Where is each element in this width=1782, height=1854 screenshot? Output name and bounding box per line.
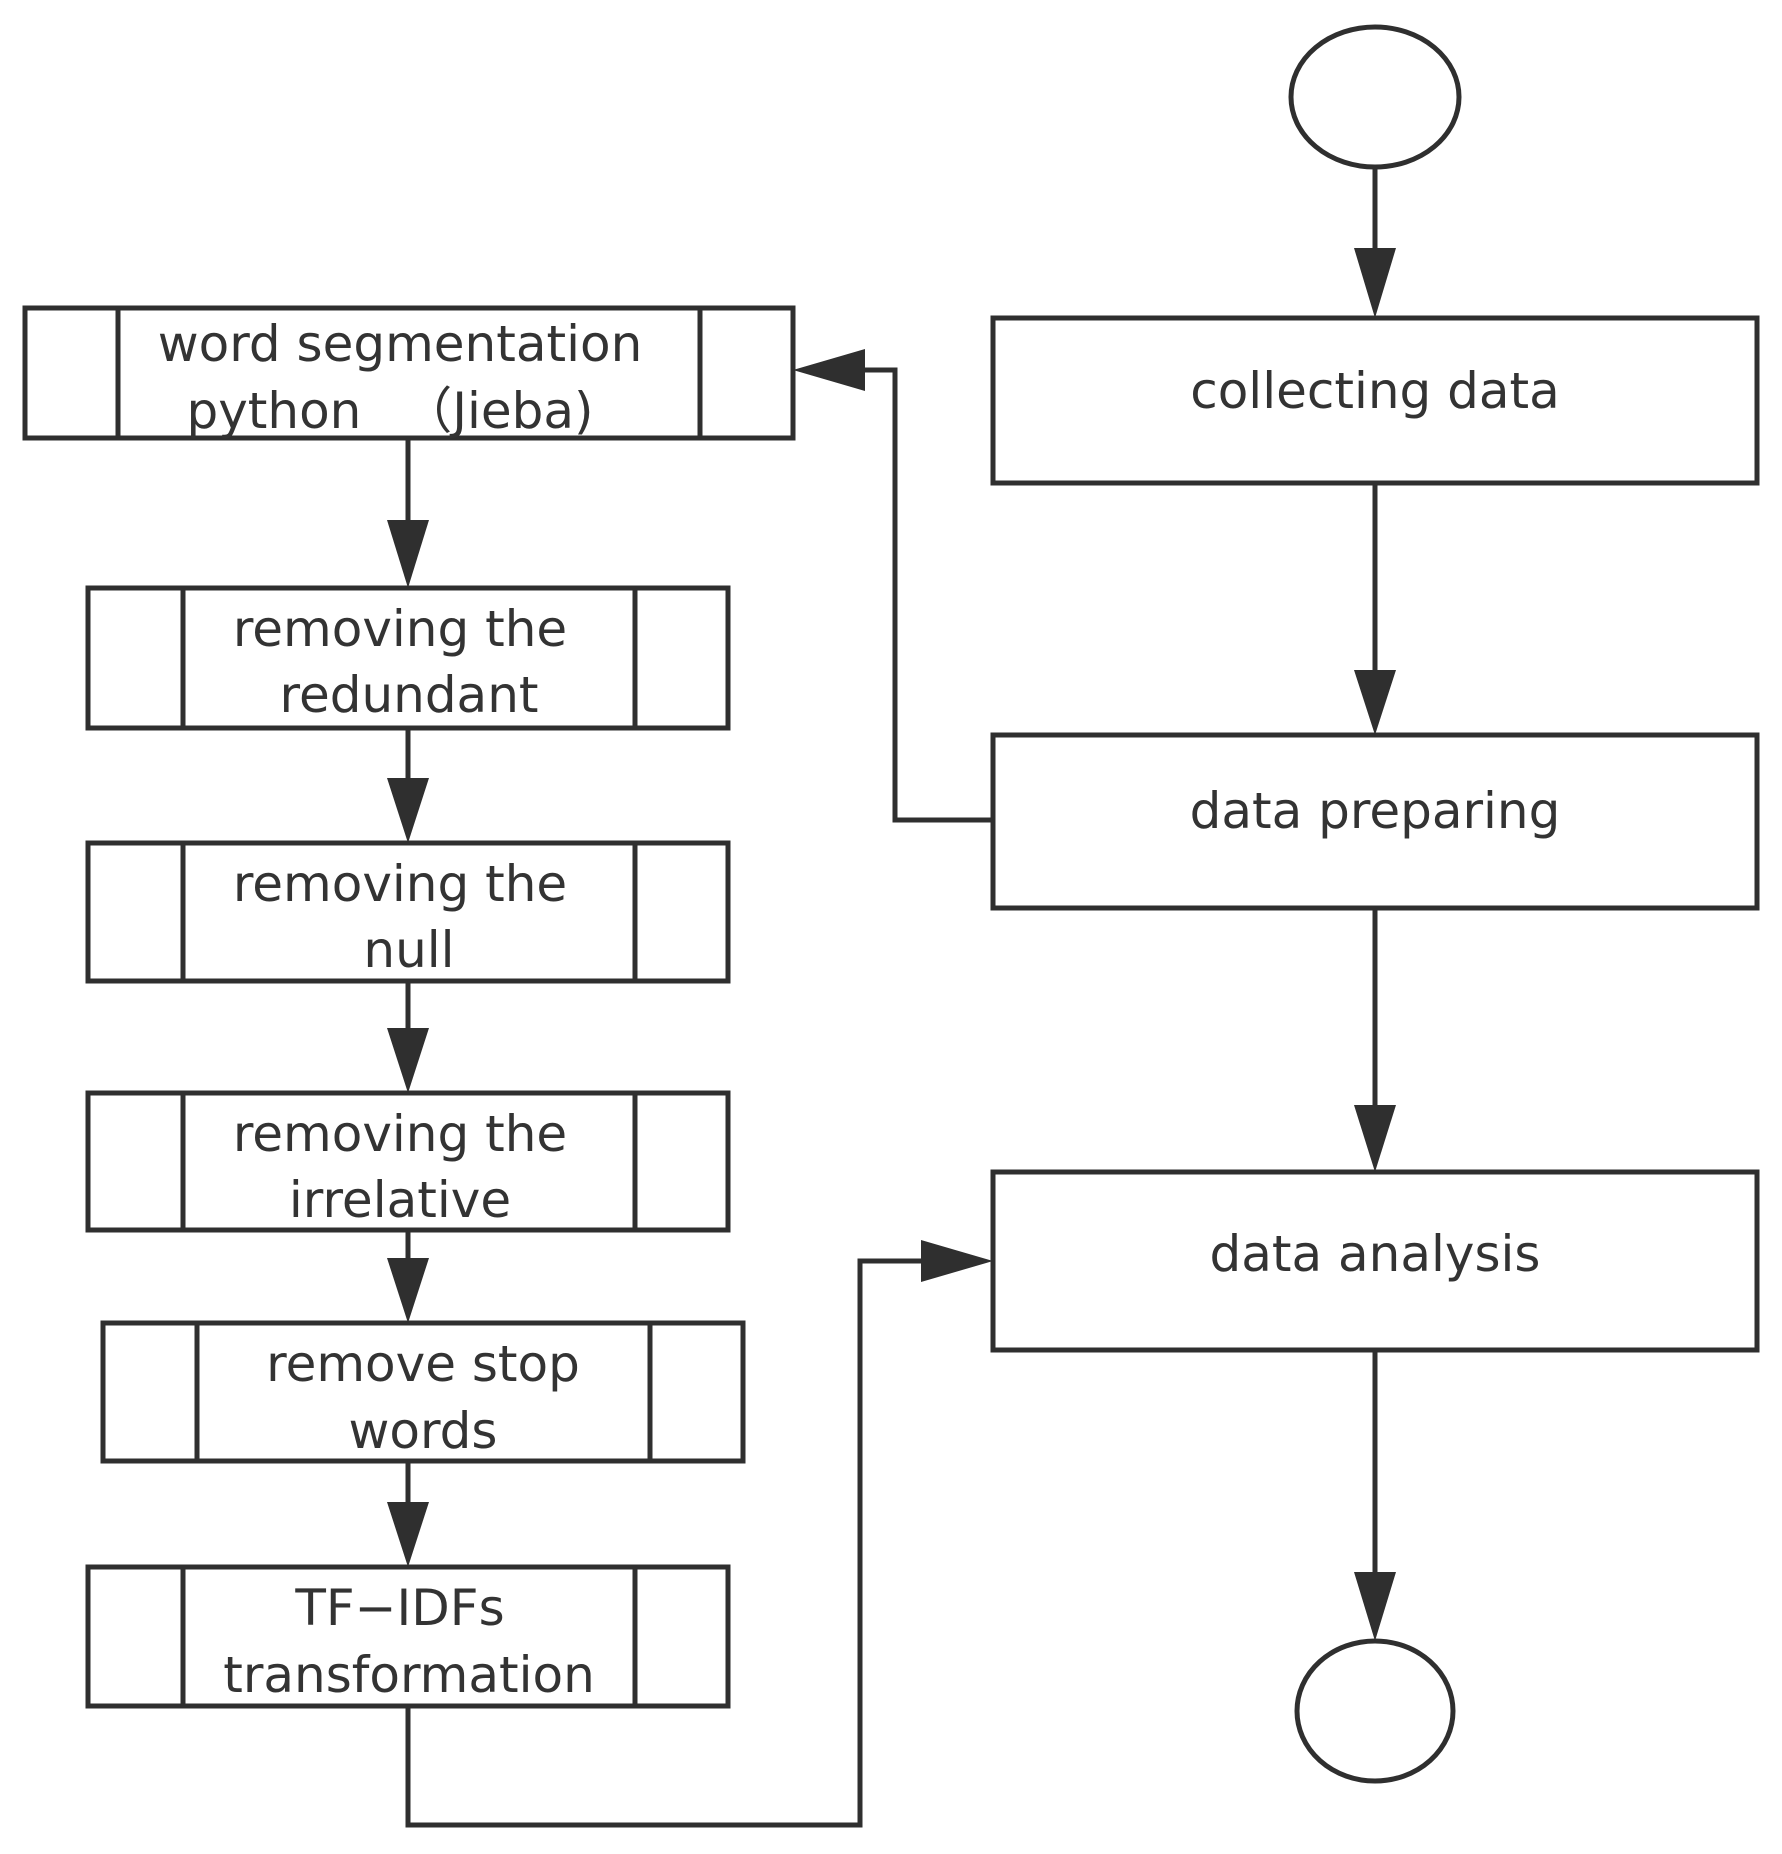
data-preparing-box bbox=[990, 732, 1760, 911]
removing-redundant-process: removing the redundant bbox=[85, 585, 731, 731]
removing-redundant-label-line1: removing the bbox=[233, 600, 567, 658]
removing-null-process: removing the null bbox=[85, 840, 731, 984]
collecting-data-label: collecting data bbox=[1190, 362, 1560, 420]
tfidf-label-line2: transformation bbox=[223, 1646, 595, 1704]
start-node bbox=[1288, 24, 1462, 170]
removing-irrelative-label-line1: removing the bbox=[233, 1105, 567, 1163]
edge-preparing-to-segmentation bbox=[848, 367, 993, 823]
word-segmentation-label-line1: word segmentation bbox=[158, 315, 643, 373]
arrowhead-collecting-to-preparing bbox=[1354, 670, 1396, 735]
word-segmentation-label-line2: python （Jieba) bbox=[186, 382, 593, 440]
removing-redundant-label-line2: redundant bbox=[279, 666, 538, 724]
edge-tfidf-to-analysis bbox=[405, 1258, 935, 1828]
end-node bbox=[1294, 1638, 1456, 1784]
arrowhead-preparing-to-segmentation bbox=[793, 349, 865, 391]
removing-irrelative-process: removing the irrelative bbox=[85, 1090, 731, 1233]
arrowhead-stopwords-to-tfidf bbox=[387, 1502, 429, 1567]
arrowhead-null-to-irrelative bbox=[387, 1028, 429, 1093]
collecting-data-box bbox=[990, 315, 1760, 486]
removing-null-label-line1: removing the bbox=[233, 855, 567, 913]
removing-irrelative-label-line2: irrelative bbox=[289, 1171, 511, 1229]
remove-stop-words-label-line1: remove stop bbox=[266, 1335, 580, 1393]
tfidf-transformation-process: TF−IDFs transformation bbox=[85, 1564, 731, 1709]
arrowhead-start-to-collecting bbox=[1354, 248, 1396, 318]
arrowhead-preparing-to-analysis bbox=[1354, 1105, 1396, 1172]
removing-null-label-line2: null bbox=[363, 921, 454, 979]
word-segmentation-process: word segmentation python （Jieba) bbox=[22, 305, 796, 441]
remove-stop-words-process: remove stop words bbox=[100, 1320, 746, 1464]
remove-stop-words-label-line2: words bbox=[349, 1402, 498, 1460]
data-analysis-label: data analysis bbox=[1210, 1225, 1541, 1283]
arrowhead-segmentation-to-redundant bbox=[387, 520, 429, 588]
tfidf-label-line1: TF−IDFs bbox=[294, 1579, 504, 1637]
arrowhead-tfidf-to-analysis bbox=[921, 1240, 993, 1282]
data-preparing-label: data preparing bbox=[1190, 782, 1561, 840]
arrowhead-analysis-to-end bbox=[1354, 1572, 1396, 1641]
arrowhead-redundant-to-null bbox=[387, 778, 429, 843]
arrowhead-irrelative-to-stopwords bbox=[387, 1258, 429, 1323]
